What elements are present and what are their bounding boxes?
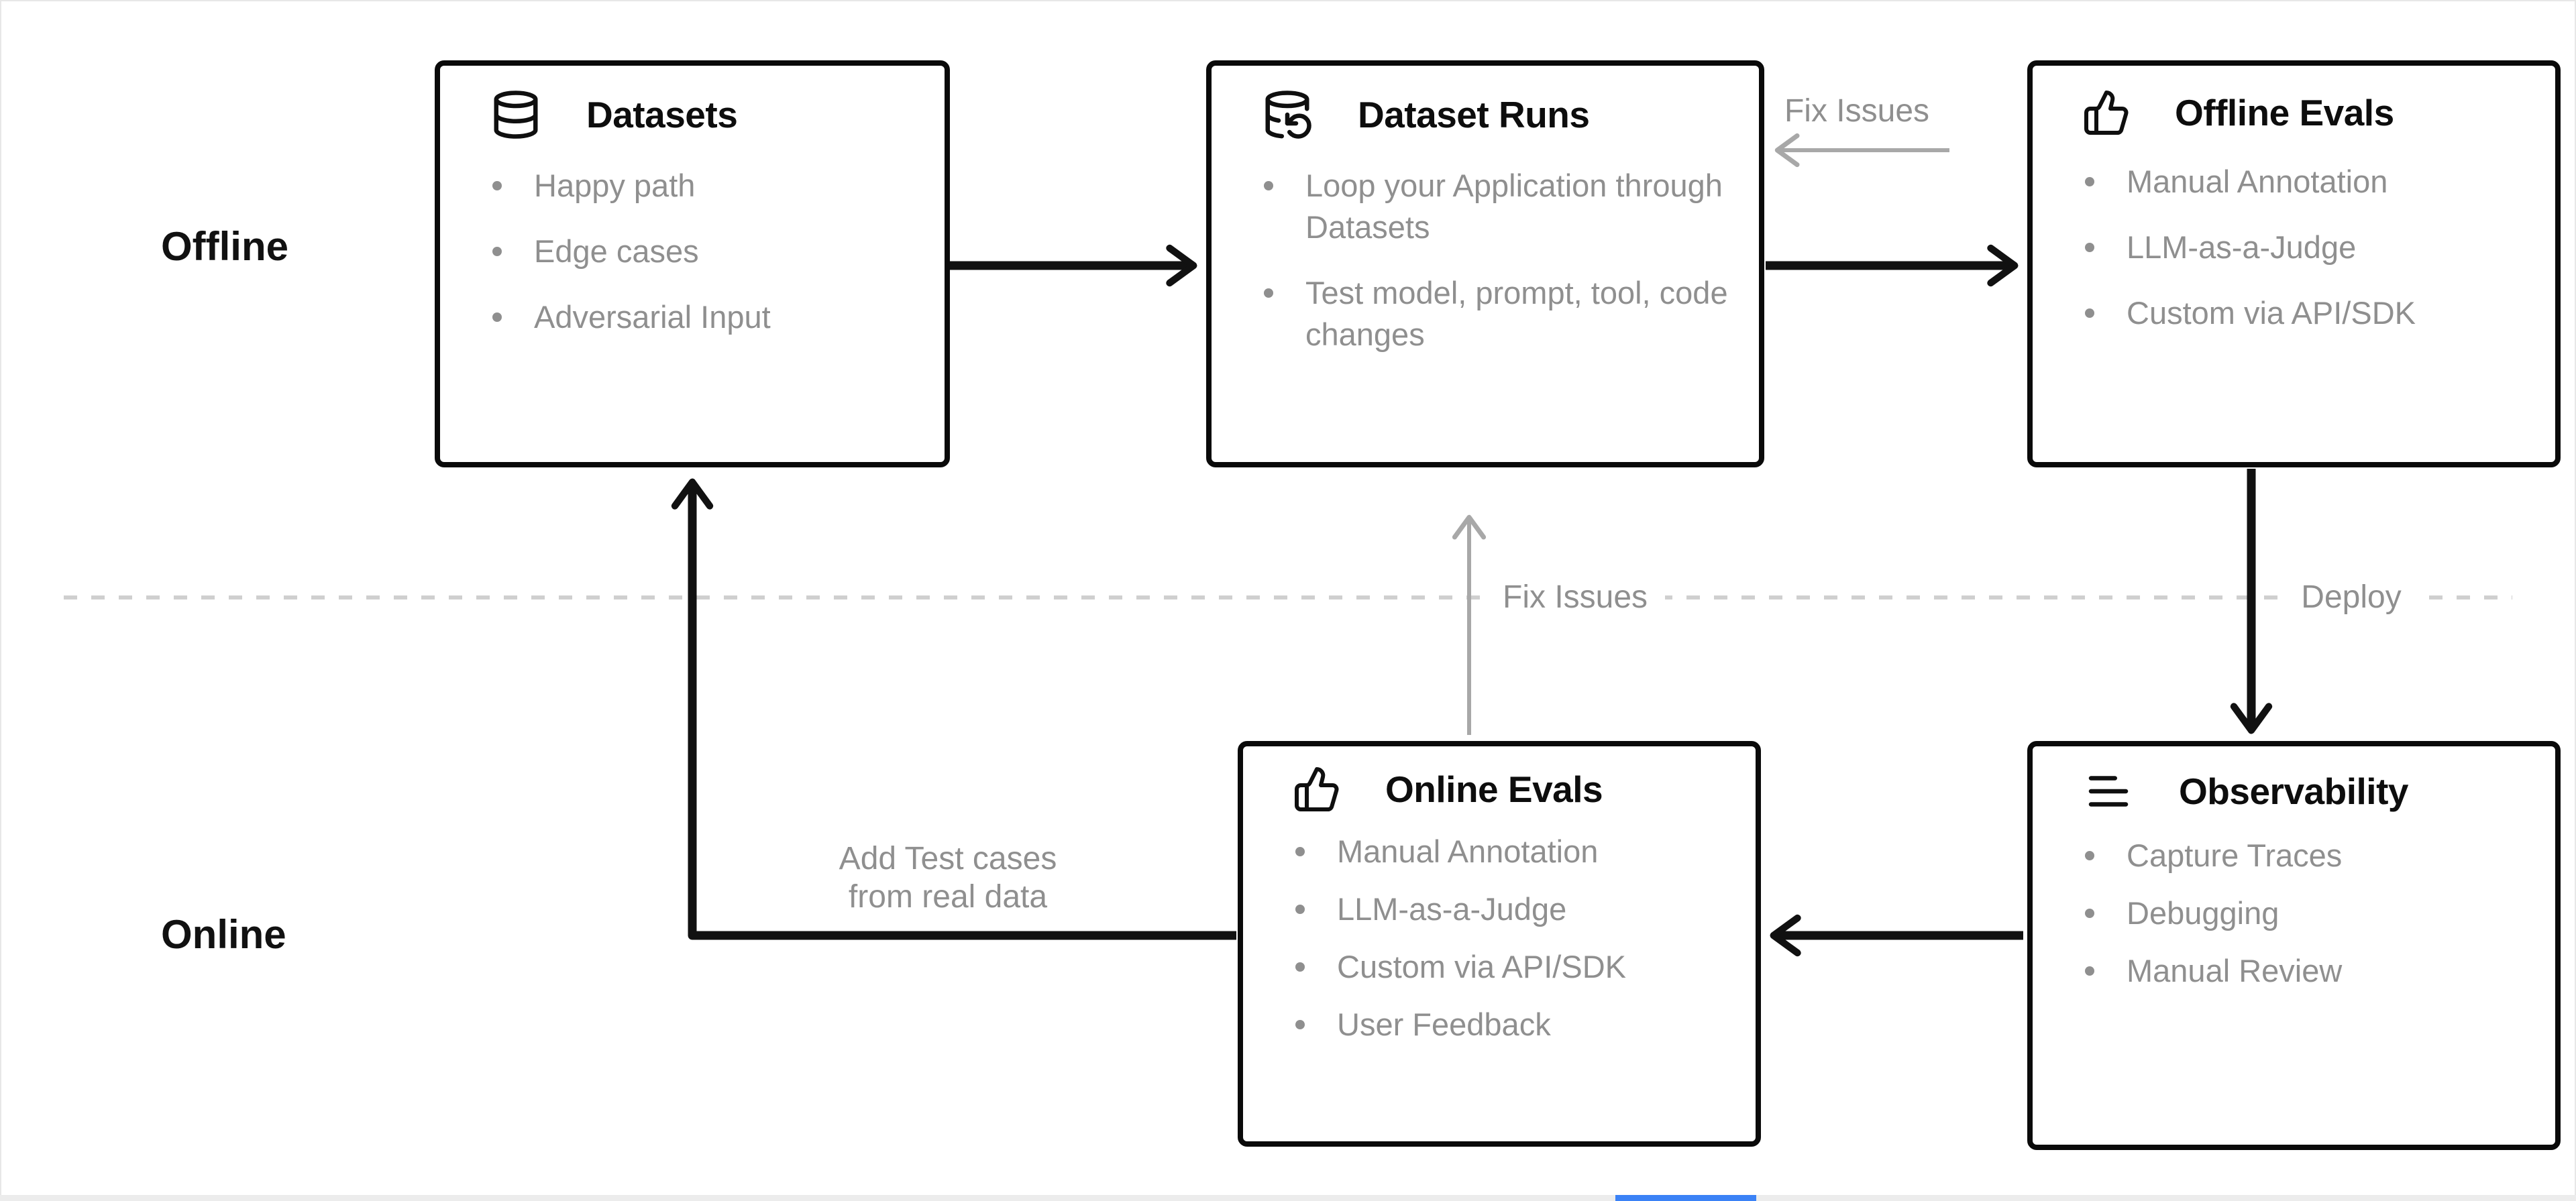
list-item: Manual Review (2082, 950, 2524, 992)
list-item: Debugging (2082, 893, 2524, 934)
thumbs-up-icon (1293, 765, 1341, 813)
bullet-dot (2085, 966, 2094, 976)
observability-box: Observability Capture Traces Debugging M… (2027, 741, 2561, 1150)
bullet-dot (492, 312, 502, 322)
video-progress-played (1615, 1195, 1756, 1201)
list-item: Happy path (490, 165, 914, 207)
video-progress-track[interactable] (0, 1195, 2576, 1201)
database-icon (490, 89, 542, 141)
list-item: LLM-as-a-Judge (1293, 889, 1725, 930)
list-item: Edge cases (490, 231, 914, 272)
edge-label-fix-issues-middle: Fix Issues (1485, 571, 1666, 624)
bullet-dot (1295, 962, 1305, 972)
database-refresh-icon (1261, 89, 1313, 141)
lane-label-online: Online (161, 912, 286, 957)
bullet-dot (1264, 288, 1273, 298)
list-lines-icon (2082, 765, 2135, 817)
box-title: Dataset Runs (1358, 94, 1590, 135)
arrow-online-evals-to-datasets (671, 478, 1236, 940)
list-item: Test model, prompt, tool, code changes (1261, 272, 1728, 355)
lane-label-offline: Offline (161, 224, 288, 269)
box-title: Datasets (586, 94, 738, 135)
bullet-dot (2085, 909, 2094, 918)
list-item: LLM-as-a-Judge (2082, 227, 2524, 268)
offline-evals-box: Offline Evals Manual Annotation LLM-as-a… (2027, 60, 2561, 467)
bullet-dot (1295, 1020, 1305, 1029)
bullet-dot (2085, 308, 2094, 318)
datasets-box: Datasets Happy path Edge cases Adversari… (435, 60, 950, 467)
bullet-dot (1295, 847, 1305, 856)
online-evals-box: Online Evals Manual Annotation LLM-as-a-… (1238, 741, 1761, 1147)
bullet-dot (2085, 177, 2094, 186)
box-title: Observability (2179, 770, 2408, 812)
bullet-dot (2085, 851, 2094, 860)
list-item: Custom via API/SDK (1293, 946, 1725, 988)
bullet-dot (2085, 243, 2094, 252)
list-item: User Feedback (1293, 1004, 1725, 1045)
list-item: Manual Annotation (1293, 831, 1725, 872)
add-test-cases-line2: from real data (848, 879, 1048, 915)
bullet-dot (1295, 905, 1305, 914)
list-item: Custom via API/SDK (2082, 292, 2524, 334)
list-item: Manual Annotation (2082, 161, 2524, 203)
box-title: Online Evals (1385, 768, 1603, 810)
list-item: Adversarial Input (490, 296, 914, 338)
edge-label-deploy: Deploy (2284, 571, 2419, 624)
dataset-runs-box: Dataset Runs Loop your Application throu… (1206, 60, 1764, 467)
add-test-cases-line1: Add Test cases (839, 841, 1057, 876)
edge-label-fix-issues-top: Fix Issues (1784, 93, 1930, 129)
box-title: Offline Evals (2175, 92, 2394, 133)
list-item: Capture Traces (2082, 835, 2524, 876)
bullet-dot (1264, 181, 1273, 190)
edge-label-add-test-cases: Add Test cases from real data (839, 840, 1057, 916)
list-item: Loop your Application through Datasets (1261, 165, 1728, 248)
bullet-dot (492, 181, 502, 190)
thumbs-up-icon (2082, 89, 2131, 137)
bullet-dot (492, 247, 502, 256)
